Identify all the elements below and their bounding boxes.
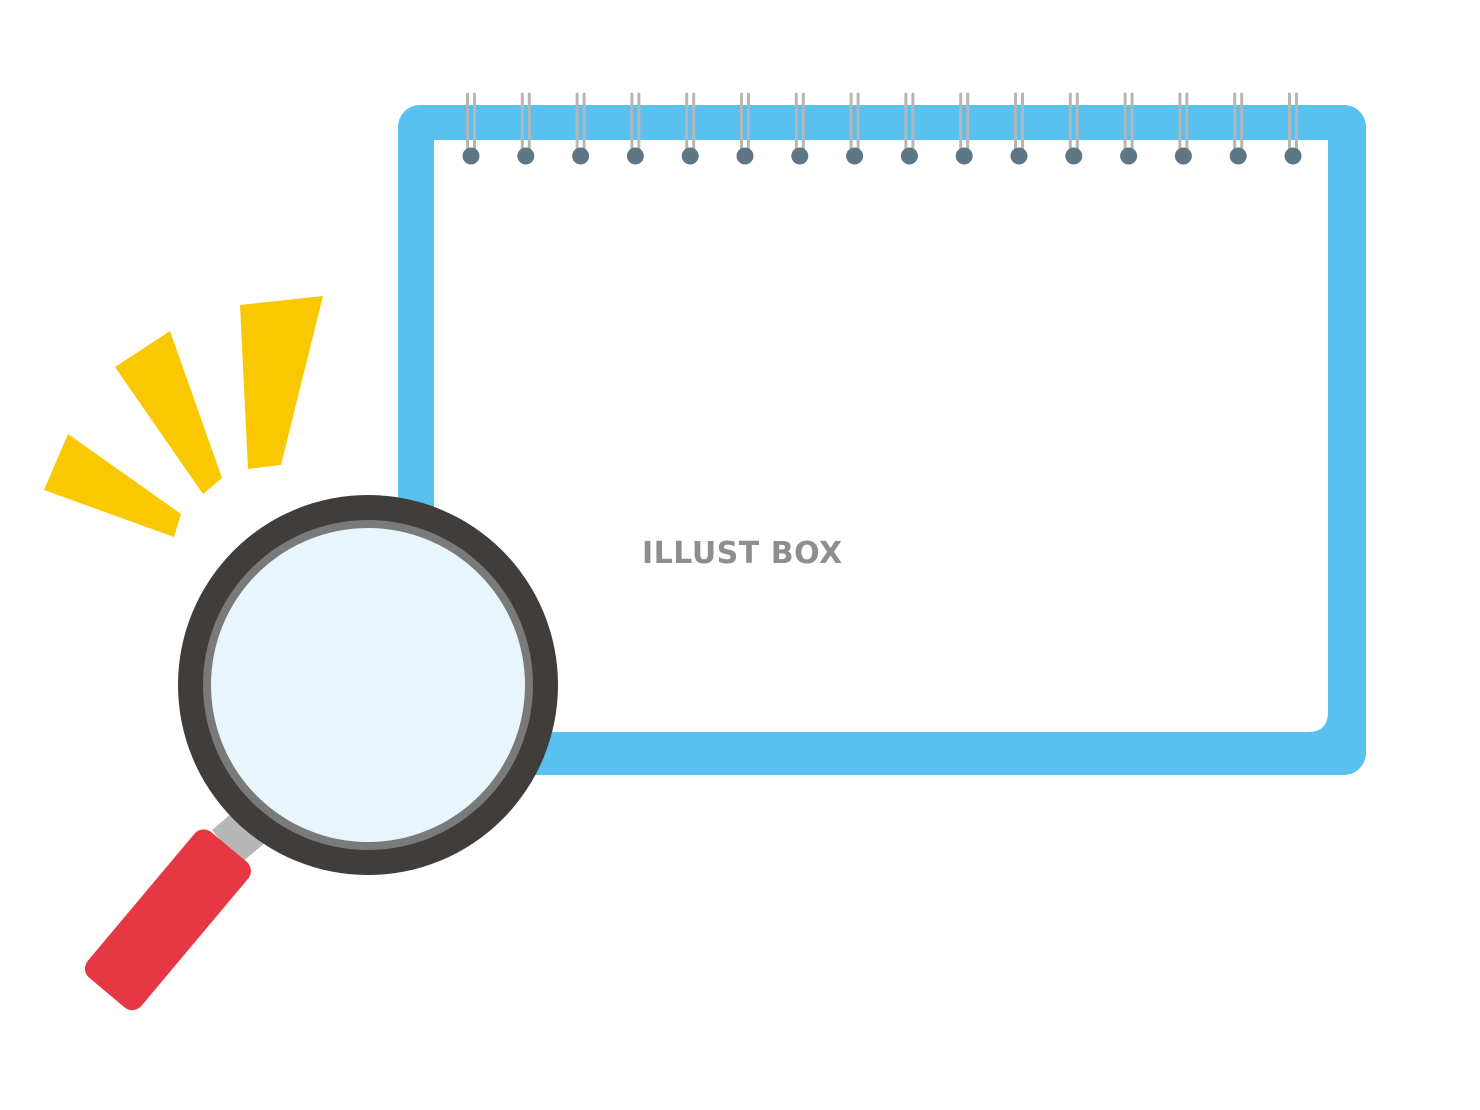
spiral-ring-hole	[681, 147, 699, 165]
spiral-ring	[955, 92, 973, 165]
spiral-ring	[1229, 92, 1247, 165]
spiral-ring	[462, 92, 480, 165]
sparkle-ray-left	[44, 434, 181, 537]
magnifier-handle	[84, 829, 251, 1011]
spiral-ring-hole	[626, 147, 644, 165]
spiral-ring-hole	[1229, 147, 1247, 165]
spiral-notepad-icon	[398, 92, 1366, 775]
spiral-ring	[846, 92, 864, 165]
notepad-paper	[434, 140, 1328, 732]
spiral-ring-hole	[900, 147, 918, 165]
spiral-ring-hole	[1010, 147, 1028, 165]
spiral-ring-hole	[1120, 147, 1138, 165]
spiral-ring	[791, 92, 809, 165]
magnifier-handle-neck	[212, 808, 266, 864]
spiral-ring	[681, 92, 699, 165]
spiral-ring-hole	[846, 147, 864, 165]
spiral-ring	[900, 92, 918, 165]
spiral-ring	[1174, 92, 1192, 165]
spiral-ring	[1010, 92, 1028, 165]
spiral-ring	[1284, 92, 1302, 165]
spiral-ring-hole	[1174, 147, 1192, 165]
magnifier-lens	[211, 528, 525, 842]
spiral-ring-hole	[1065, 147, 1083, 165]
spiral-ring-hole	[1284, 147, 1302, 165]
spiral-ring-hole	[955, 147, 973, 165]
spiral-ring	[1065, 92, 1083, 165]
spiral-ring	[1120, 92, 1138, 165]
spiral-ring-hole	[572, 147, 590, 165]
magnifying-glass-icon	[84, 495, 558, 1011]
notepad-spiral-rings	[462, 92, 1302, 165]
watermark-text: ILLUST BOX	[642, 536, 843, 571]
spiral-ring	[572, 92, 590, 165]
spiral-ring	[626, 92, 644, 165]
spiral-ring-hole	[736, 147, 754, 165]
sparkle-ray-middle	[115, 331, 222, 494]
spiral-ring	[736, 92, 754, 165]
spiral-ring-hole	[791, 147, 809, 165]
sparkle-ray-right	[240, 296, 323, 469]
spiral-ring-hole	[517, 147, 535, 165]
spiral-ring	[517, 92, 535, 165]
sparkle-burst-icon	[44, 296, 323, 537]
spiral-ring-hole	[462, 147, 480, 165]
